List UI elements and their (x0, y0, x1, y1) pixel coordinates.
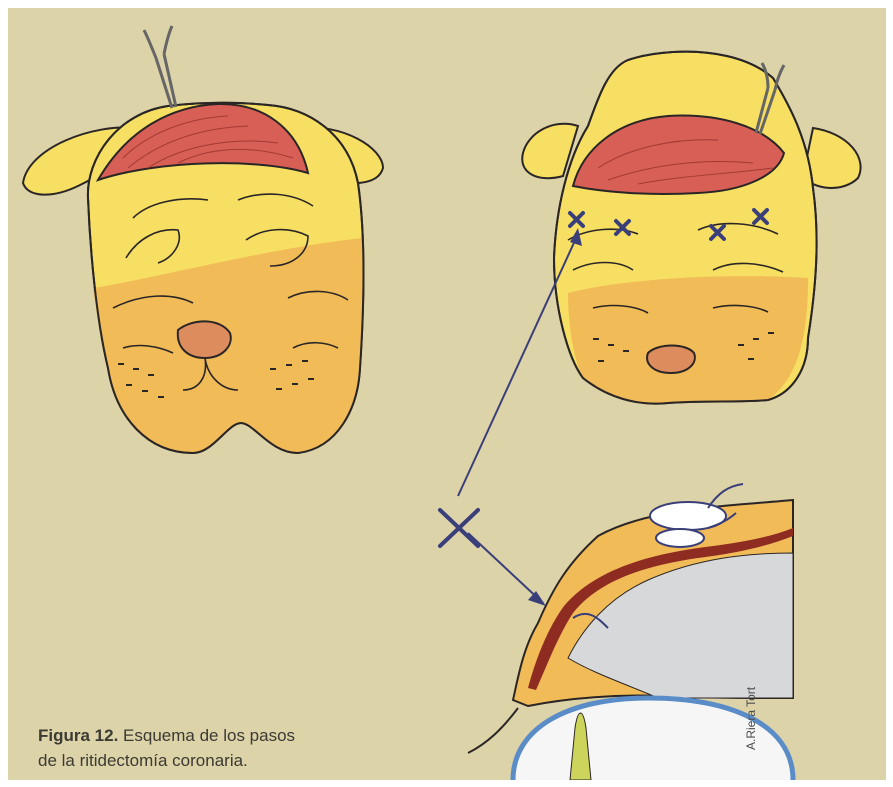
caption-text-line2: de la ritidectomía coronaria. (38, 751, 248, 770)
right-lower-face-shading (568, 276, 808, 403)
figure-label: Figura 12. (38, 726, 118, 745)
forceps-icon (144, 26, 176, 108)
nose-right (647, 346, 695, 374)
nose-left (178, 321, 231, 358)
suture-knot-middle (656, 529, 704, 547)
whisker-line (468, 708, 518, 753)
figure-caption: Figura 12. Esquema de los pasos de la ri… (38, 723, 368, 773)
artist-signature: A.Riera Tort (744, 687, 758, 750)
dog-head-after (522, 52, 860, 404)
figure-panel: Figura 12. Esquema de los pasos de la ri… (8, 8, 886, 780)
dog-head-before (23, 26, 383, 453)
x-mark-icon (440, 510, 478, 546)
ritidectomy-illustration (8, 8, 886, 780)
caption-text-line1: Esquema de los pasos (118, 726, 295, 745)
